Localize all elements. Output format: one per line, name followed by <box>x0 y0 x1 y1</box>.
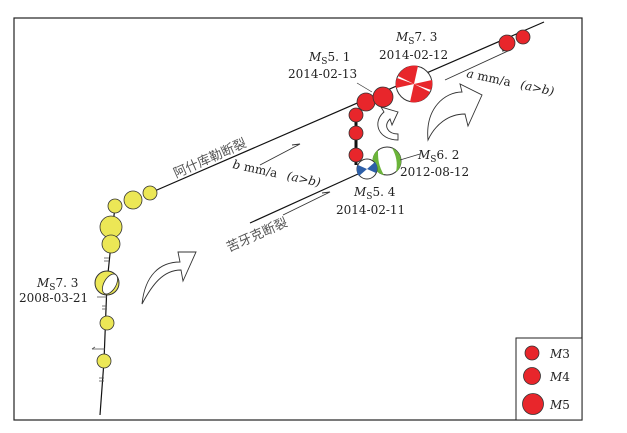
svg-text:2014-02-11: 2014-02-11 <box>336 203 405 217</box>
event-label-2014-02-13: MS5. 1 2014-02-13 <box>288 50 357 81</box>
beachball-2014-02-12 <box>395 65 433 103</box>
event-label-2014-02-11: MS5. 4 2014-02-11 <box>336 185 405 217</box>
red-aftershocks <box>348 29 531 163</box>
upper-fault-line <box>149 21 545 194</box>
legend-item-m5: M5 <box>522 393 570 415</box>
rotation-arrow-icon <box>427 83 483 142</box>
beachball-2014-02-11 <box>356 158 378 180</box>
svg-text:2012-08-12: 2012-08-12 <box>400 165 469 179</box>
svg-text:MS7. 3: MS7. 3 <box>395 30 437 47</box>
svg-text:MS6. 2: MS6. 2 <box>417 148 459 165</box>
svg-text:MS5. 1: MS5. 1 <box>308 50 350 67</box>
upper-rate-label: b mm/a(a>b) <box>231 157 322 189</box>
svg-text:MS7. 3: MS7. 3 <box>36 276 78 293</box>
svg-text:MS5. 4: MS5. 4 <box>353 185 396 202</box>
event-label-2008: MS7. 3 2008-03-21 <box>19 276 88 305</box>
leader-lines <box>356 82 421 161</box>
legend: M3 M4 M5 <box>515 337 583 421</box>
curved-arrow-icon <box>377 106 399 141</box>
western-aftershocks <box>96 185 158 369</box>
lower-fault-line <box>249 173 359 224</box>
svg-text:2008-03-21: 2008-03-21 <box>19 291 88 305</box>
svg-text:M4: M4 <box>549 370 570 384</box>
map-frame <box>13 17 583 421</box>
legend-item-m4: M4 <box>523 367 570 385</box>
beachball-2008 <box>94 270 120 296</box>
event-label-2014-02-12: MS7. 3 2014-02-12 <box>379 30 448 62</box>
svg-text:2014-02-13: 2014-02-13 <box>288 67 357 81</box>
legend-item-m3: M3 <box>524 345 570 361</box>
svg-text:2014-02-12: 2014-02-12 <box>379 48 448 62</box>
event-label-2012-08-12: MS6. 2 2012-08-12 <box>400 148 469 179</box>
rotation-arrow-icon <box>141 251 197 305</box>
svg-text:M3: M3 <box>549 347 570 361</box>
svg-text:M5: M5 <box>549 398 570 412</box>
fault-ticks <box>91 257 109 382</box>
lower-fault-name: 苦牙克断裂 <box>224 215 290 256</box>
